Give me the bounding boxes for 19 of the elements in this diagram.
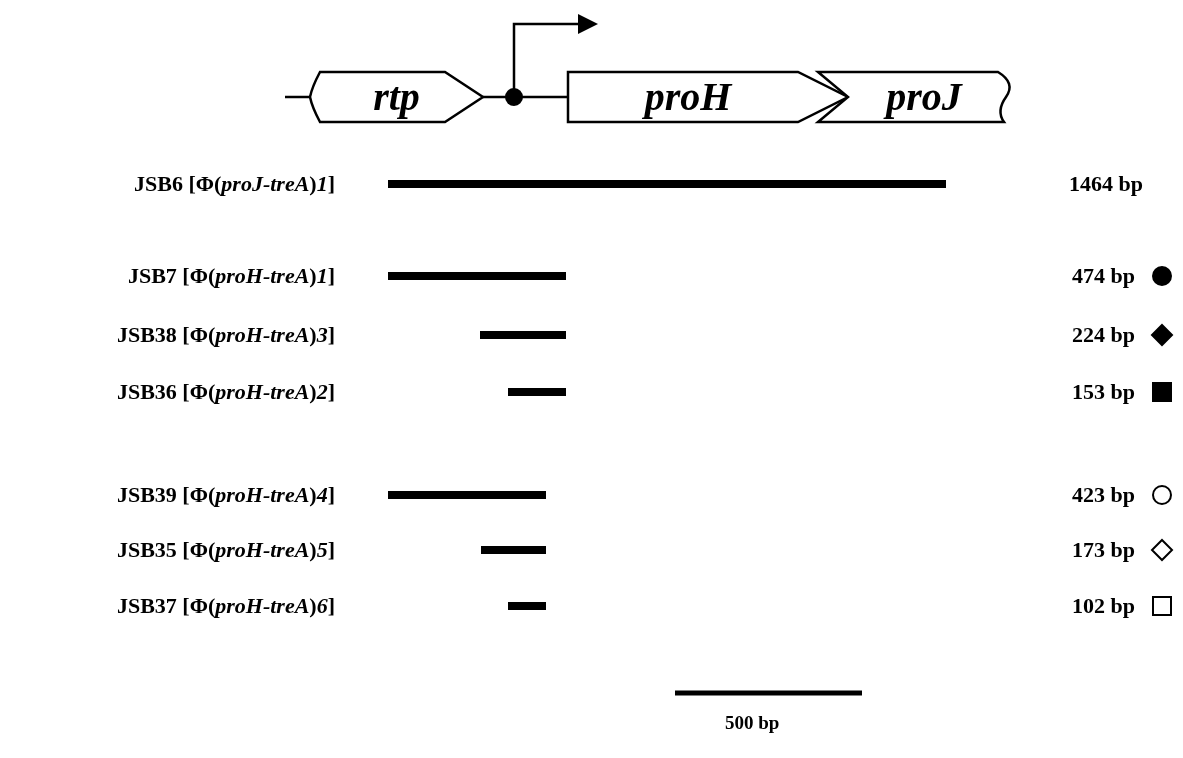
gene-arrow: rtp	[310, 72, 483, 122]
strain-label: JSB37 [Φ(proH-treA)6]	[116, 595, 335, 617]
fragment-length: 474 bp	[1072, 265, 1135, 287]
fragment-length: 423 bp	[1072, 484, 1135, 506]
fragment-length: 224 bp	[1072, 324, 1135, 346]
fragment-length: 1464 bp	[1069, 173, 1143, 195]
dna-line	[483, 95, 568, 99]
fragment-length: 153 bp	[1072, 381, 1135, 403]
gene-arrow: proH	[568, 72, 848, 122]
strain-label: JSB39 [Φ(proH-treA)4]	[116, 484, 335, 506]
strain-label: JSB7 [Φ(proH-treA)1]	[127, 265, 335, 287]
strain-label: JSB6 [Φ(proJ-treA)1]	[134, 173, 335, 195]
fragment-length: 102 bp	[1072, 595, 1135, 617]
dna-line	[285, 95, 310, 99]
strain-label: JSB38 [Φ(proH-treA)3]	[116, 324, 335, 346]
fragment-length: 173 bp	[1072, 539, 1135, 561]
scale-label: 500 bp	[725, 713, 780, 732]
strain-label: JSB36 [Φ(proH-treA)2]	[116, 381, 335, 403]
strain-label: JSB35 [Φ(proH-treA)5]	[116, 539, 335, 561]
